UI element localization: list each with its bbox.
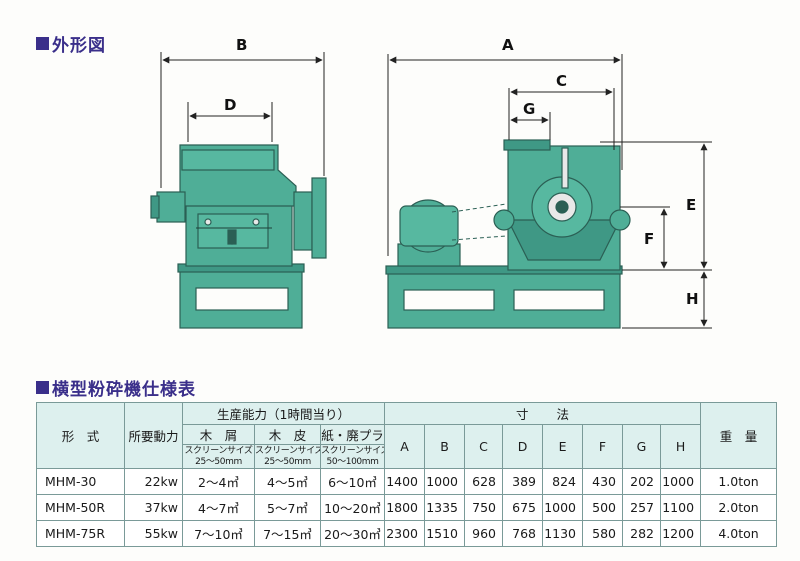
cell-dim-c: 750 — [464, 494, 503, 521]
header-weight: 重 量 — [700, 402, 778, 469]
dim-label-c: C — [556, 72, 567, 90]
square-bullet-icon — [36, 381, 49, 394]
belt-lines — [451, 203, 507, 241]
header-dim-b: B — [424, 424, 465, 469]
cell-bark: 4〜5㎥ — [254, 468, 321, 495]
cell-dim-a: 1800 — [384, 494, 425, 521]
cell-paper: 10〜20㎥ — [320, 494, 385, 521]
header-dim-g: G — [622, 424, 662, 469]
outline-heading-text: 外形図 — [52, 36, 106, 56]
cell-dim-c: 628 — [464, 468, 503, 495]
table-row: MHM-75R 55kw 7〜10㎥ 7〜15㎥ 20〜30㎥ 2300 151… — [36, 520, 778, 547]
header-bark: 木 皮 — [254, 424, 321, 445]
header-screen-bark: スクリーンサイズ 25〜50mm — [254, 444, 321, 469]
table-row: MHM-30 22kw 2〜4㎥ 4〜5㎥ 6〜10㎥ 1400 1000 62… — [36, 468, 778, 495]
cell-dim-h: 1200 — [660, 520, 702, 547]
cell-model: MHM-50R — [36, 494, 125, 521]
cell-weight: 4.0ton — [700, 520, 778, 547]
dim-label-f: F — [644, 230, 654, 248]
cell-dim-g: 257 — [622, 494, 662, 521]
dim-label-a: A — [502, 36, 514, 54]
cell-dim-f: 430 — [582, 468, 624, 495]
header-dim-h: H — [660, 424, 702, 469]
screen-label: スクリーンサイズ — [255, 445, 321, 456]
header-dimensions-2: 法 — [542, 402, 702, 425]
cell-power: 37kw — [124, 494, 183, 521]
side-view-dimensions — [387, 54, 712, 329]
cell-dim-h: 1000 — [660, 468, 702, 495]
header-dim-a: A — [384, 424, 425, 469]
cell-weight: 2.0ton — [700, 494, 778, 521]
dim-label-h: H — [686, 290, 699, 308]
cell-dim-g: 282 — [622, 520, 662, 547]
cell-dim-c: 960 — [464, 520, 503, 547]
header-capacity: 生産能力（1時間当り） — [182, 402, 385, 425]
spec-table: 形 式 所要動力 生産能力（1時間当り） 寸 法 重 量 木 屑 木 皮 紙・廃… — [36, 402, 778, 547]
cell-bark: 7〜15㎥ — [254, 520, 321, 547]
header-dim-e: E — [542, 424, 584, 469]
dim-label-d: D — [224, 96, 236, 114]
cell-wood: 4〜7㎥ — [182, 494, 255, 521]
cell-dim-a: 1400 — [384, 468, 425, 495]
spec-heading-text: 横型粉砕機仕様表 — [52, 380, 196, 400]
cell-dim-h: 1100 — [660, 494, 702, 521]
header-wood-chips: 木 屑 — [182, 424, 255, 445]
cell-dim-f: 580 — [582, 520, 624, 547]
cell-paper: 20〜30㎥ — [320, 520, 385, 547]
header-screen-paper: スクリーンサイズ 50〜100mm — [320, 444, 385, 469]
front-view-dimensions — [160, 52, 325, 188]
cell-dim-e: 1130 — [542, 520, 584, 547]
cell-power: 22kw — [124, 468, 183, 495]
cell-dim-d: 675 — [501, 494, 544, 521]
header-paper: 紙・廃プラ — [320, 424, 385, 445]
dim-label-g: G — [523, 100, 535, 118]
cell-model: MHM-75R — [36, 520, 125, 547]
header-dim-d: D — [501, 424, 544, 469]
header-model: 形 式 — [36, 402, 125, 469]
cell-dim-d: 389 — [501, 468, 544, 495]
outline-drawing: B D — [150, 36, 712, 329]
header-dim-c: C — [464, 424, 503, 469]
cell-dim-e: 1000 — [542, 494, 584, 521]
cell-dim-e: 824 — [542, 468, 584, 495]
dim-label-b: B — [236, 36, 247, 54]
outline-heading: 外形図 — [36, 31, 106, 56]
cell-dim-d: 768 — [501, 520, 544, 547]
header-power: 所要動力 — [124, 402, 183, 469]
square-bullet-icon — [36, 37, 49, 50]
spec-heading: 横型粉砕機仕様表 — [36, 375, 196, 400]
screen-label: スクリーンサイズ — [321, 445, 385, 456]
cell-paper: 6〜10㎥ — [320, 468, 385, 495]
screen-size: 50〜100mm — [326, 456, 379, 467]
cell-wood: 2〜4㎥ — [182, 468, 255, 495]
cell-dim-b: 1000 — [424, 468, 465, 495]
cell-model: MHM-30 — [36, 468, 125, 495]
cell-dim-f: 500 — [582, 494, 624, 521]
header-screen-wood-chips: スクリーンサイズ 25〜50mm — [182, 444, 255, 469]
table-row: MHM-50R 37kw 4〜7㎥ 5〜7㎥ 10〜20㎥ 1800 1335 … — [36, 494, 778, 521]
front-view-machine — [150, 144, 327, 329]
cell-dim-b: 1510 — [424, 520, 465, 547]
cell-power: 55kw — [124, 520, 183, 547]
header-dimensions-1: 寸 — [383, 402, 543, 425]
cell-bark: 5〜7㎥ — [254, 494, 321, 521]
cell-wood: 7〜10㎥ — [182, 520, 255, 547]
side-view-machine — [385, 139, 631, 329]
screen-label: スクリーンサイズ — [184, 445, 253, 456]
screen-size: 25〜50mm — [195, 456, 242, 467]
dim-label-e: E — [686, 196, 696, 214]
cell-weight: 1.0ton — [700, 468, 778, 495]
cell-dim-b: 1335 — [424, 494, 465, 521]
screen-size: 25〜50mm — [264, 456, 311, 467]
cell-dim-g: 202 — [622, 468, 662, 495]
header-dim-f: F — [582, 424, 624, 469]
cell-dim-a: 2300 — [384, 520, 425, 547]
